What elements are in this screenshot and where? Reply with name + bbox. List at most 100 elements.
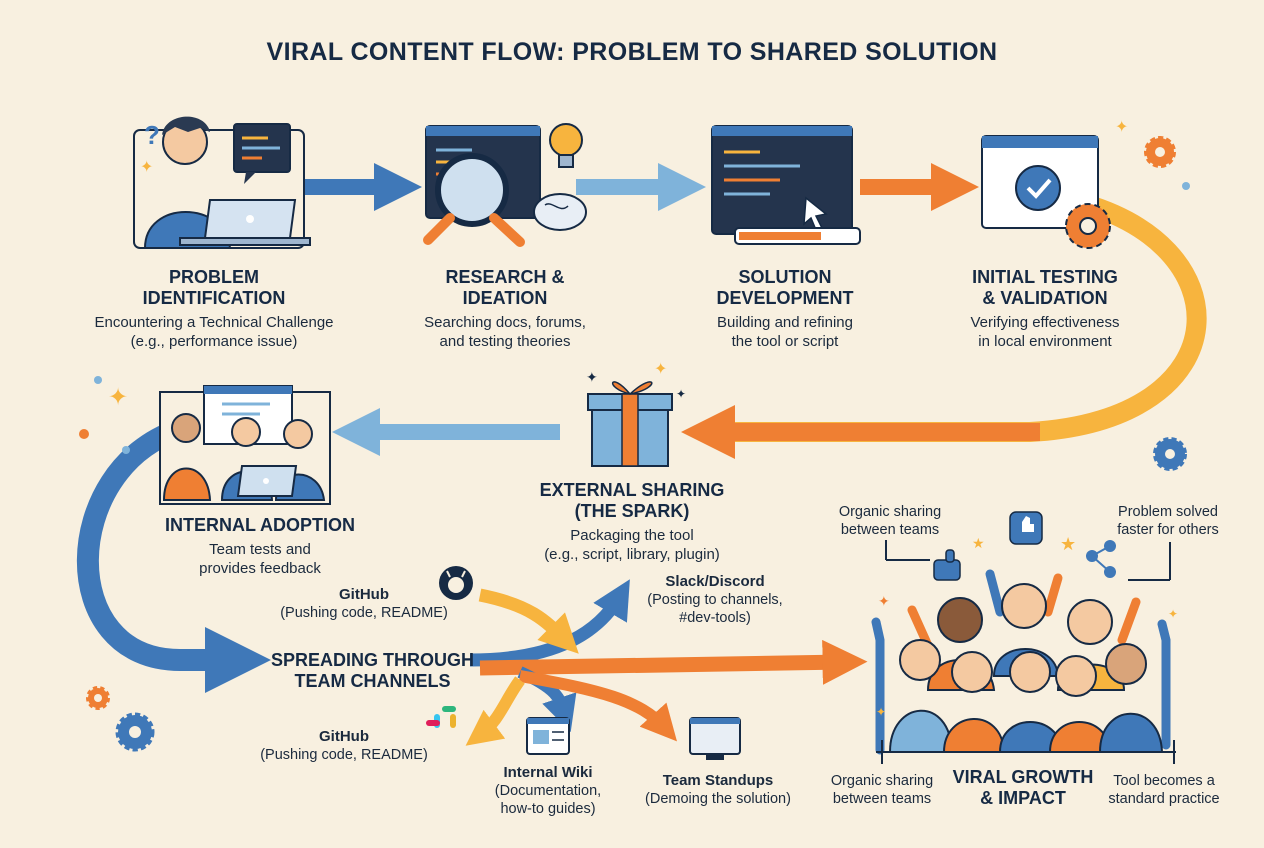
gear-icon bbox=[86, 686, 110, 710]
step-development: SOLUTION DEVELOPMENT Building and refini… bbox=[660, 267, 910, 351]
step-description: Encountering a Technical Challenge bbox=[94, 314, 334, 331]
step-heading: TEAM CHANNELS bbox=[294, 671, 451, 691]
step-heading: PROBLEM bbox=[169, 267, 259, 287]
step-internal-adoption: INTERNAL ADOPTION Team tests and provide… bbox=[130, 515, 390, 578]
step-description: Building and refining bbox=[717, 314, 853, 331]
step-description: (e.g., performance issue) bbox=[130, 333, 298, 350]
sparkle-icon: ✦ bbox=[878, 594, 890, 610]
note-line: between teams bbox=[832, 791, 932, 807]
testing-illustration: ✦ bbox=[981, 117, 1190, 471]
step-description: Packaging the tool bbox=[570, 527, 694, 544]
problem-illustration: ? ✦ bbox=[133, 116, 311, 249]
note-line: Problem solved bbox=[1118, 504, 1218, 520]
sparkle-icon: ✦ bbox=[140, 157, 153, 176]
sparkle-icon: ✦ bbox=[1168, 607, 1178, 621]
step-description: Searching docs, forums, bbox=[424, 314, 586, 331]
note-line: between teams bbox=[840, 522, 940, 538]
channel-name: Slack/Discord bbox=[665, 573, 765, 590]
gear-icon bbox=[1153, 437, 1187, 471]
spread-branch-arrows bbox=[465, 579, 868, 746]
development-illustration bbox=[711, 125, 861, 245]
progress-bar-icon bbox=[734, 227, 861, 245]
note-line: Tool becomes a bbox=[1113, 773, 1215, 789]
like-badge-icon bbox=[1009, 511, 1043, 545]
step-heading: SPREADING THROUGH bbox=[270, 650, 474, 670]
step-description: (e.g., script, library, plugin) bbox=[544, 546, 720, 563]
channel-name: GitHub bbox=[319, 728, 369, 745]
crowd-illustration: ★ ★ ✦ ✦ ✦ bbox=[871, 511, 1178, 764]
channel-github-top: GitHub (Pushing code, README) bbox=[264, 586, 464, 622]
magnifier-icon bbox=[423, 153, 525, 247]
monitor-icon bbox=[689, 717, 741, 760]
step-heading: & VALIDATION bbox=[982, 288, 1108, 308]
channel-description: (Posting to channels, bbox=[647, 592, 783, 608]
laptop-icon bbox=[236, 465, 298, 497]
sparkle-icon: ✦ bbox=[876, 705, 886, 719]
research-illustration bbox=[423, 123, 587, 247]
channel-name: GitHub bbox=[339, 586, 389, 603]
step-heading: & IMPACT bbox=[980, 788, 1066, 808]
github-icon bbox=[439, 566, 473, 600]
note-standard-practice: Tool becomes a standard practice bbox=[1094, 772, 1234, 808]
channel-github-bottom: GitHub (Pushing code, README) bbox=[244, 728, 444, 764]
question-icon: ? bbox=[144, 120, 160, 150]
note-organic-sharing-bottom: Organic sharing between teams bbox=[812, 772, 952, 808]
note-line: Organic sharing bbox=[830, 773, 934, 789]
svg-text:✦: ✦ bbox=[586, 370, 598, 386]
step-heading: IDEATION bbox=[462, 288, 548, 308]
step-heading: INTERNAL ADOPTION bbox=[164, 515, 355, 535]
note-line: Organic sharing bbox=[838, 504, 942, 520]
step-heading: IDENTIFICATION bbox=[142, 288, 286, 308]
gear-icon bbox=[1144, 136, 1176, 168]
share-icon bbox=[1086, 540, 1116, 578]
thumbs-up-icon bbox=[933, 549, 961, 581]
arrow-adoption-to-spreading bbox=[77, 419, 271, 693]
step-external-sharing: EXTERNAL SHARING (THE SPARK) Packaging t… bbox=[500, 480, 764, 564]
step-heading: EXTERNAL SHARING bbox=[539, 480, 725, 500]
channel-name: Team Standups bbox=[662, 772, 774, 789]
step-description: Verifying effectiveness bbox=[970, 314, 1120, 331]
star-icon: ★ bbox=[972, 536, 985, 552]
gift-box-icon: ✦ ✦ ✦ bbox=[586, 359, 686, 467]
brain-icon bbox=[533, 193, 587, 231]
channel-description: (Documentation, bbox=[494, 783, 602, 799]
step-description: the tool or script bbox=[731, 333, 839, 350]
channel-standups: Team Standups (Demoing the solution) bbox=[628, 772, 808, 808]
gear-icon bbox=[1065, 203, 1111, 249]
channel-slack: Slack/Discord (Posting to channels, #dev… bbox=[610, 573, 820, 627]
checkmark-window-icon bbox=[981, 135, 1099, 229]
laptop-icon bbox=[179, 199, 311, 246]
code-bubble-icon bbox=[233, 123, 291, 184]
sparkle-icon: ✦ bbox=[1115, 117, 1128, 136]
note-line: faster for others bbox=[1117, 522, 1219, 538]
arrow-testing-to-sharing bbox=[681, 190, 1207, 459]
adoption-illustration: ✦ bbox=[79, 376, 331, 505]
step-heading: INITIAL TESTING bbox=[972, 267, 1118, 287]
wiki-page-icon bbox=[526, 717, 570, 755]
slack-icon bbox=[426, 706, 456, 728]
step-testing: INITIAL TESTING & VALIDATION Verifying e… bbox=[920, 267, 1170, 351]
svg-text:✦: ✦ bbox=[676, 387, 686, 401]
channel-description: (Pushing code, README) bbox=[260, 747, 428, 763]
note-organic-sharing-top: Organic sharing between teams bbox=[820, 503, 960, 539]
star-icon: ★ bbox=[1060, 534, 1076, 555]
sparkle-icon: ✦ bbox=[108, 383, 128, 411]
step-heading: DEVELOPMENT bbox=[716, 288, 854, 308]
step-spreading: SPREADING THROUGH TEAM CHANNELS bbox=[250, 650, 495, 692]
channel-name: Internal Wiki bbox=[503, 764, 593, 781]
step-description: and testing theories bbox=[439, 333, 571, 350]
page-title: VIRAL CONTENT FLOW: PROBLEM TO SHARED SO… bbox=[266, 38, 998, 66]
channel-wiki: Internal Wiki (Documentation, how-to gui… bbox=[478, 764, 618, 818]
svg-text:✦: ✦ bbox=[654, 359, 667, 378]
step-description: provides feedback bbox=[199, 560, 321, 577]
note-problem-solved: Problem solved faster for others bbox=[1088, 503, 1248, 539]
step-problem: PROBLEM IDENTIFICATION Encountering a Te… bbox=[64, 267, 364, 351]
lightbulb-icon bbox=[549, 123, 583, 168]
step-heading: SOLUTION bbox=[738, 267, 832, 287]
channel-description: #dev-tools) bbox=[679, 610, 751, 626]
step-viral-growth: VIRAL GROWTH & IMPACT bbox=[938, 767, 1108, 809]
code-window-icon bbox=[711, 125, 853, 235]
step-description: in local environment bbox=[978, 333, 1112, 350]
gear-icon bbox=[115, 712, 155, 752]
